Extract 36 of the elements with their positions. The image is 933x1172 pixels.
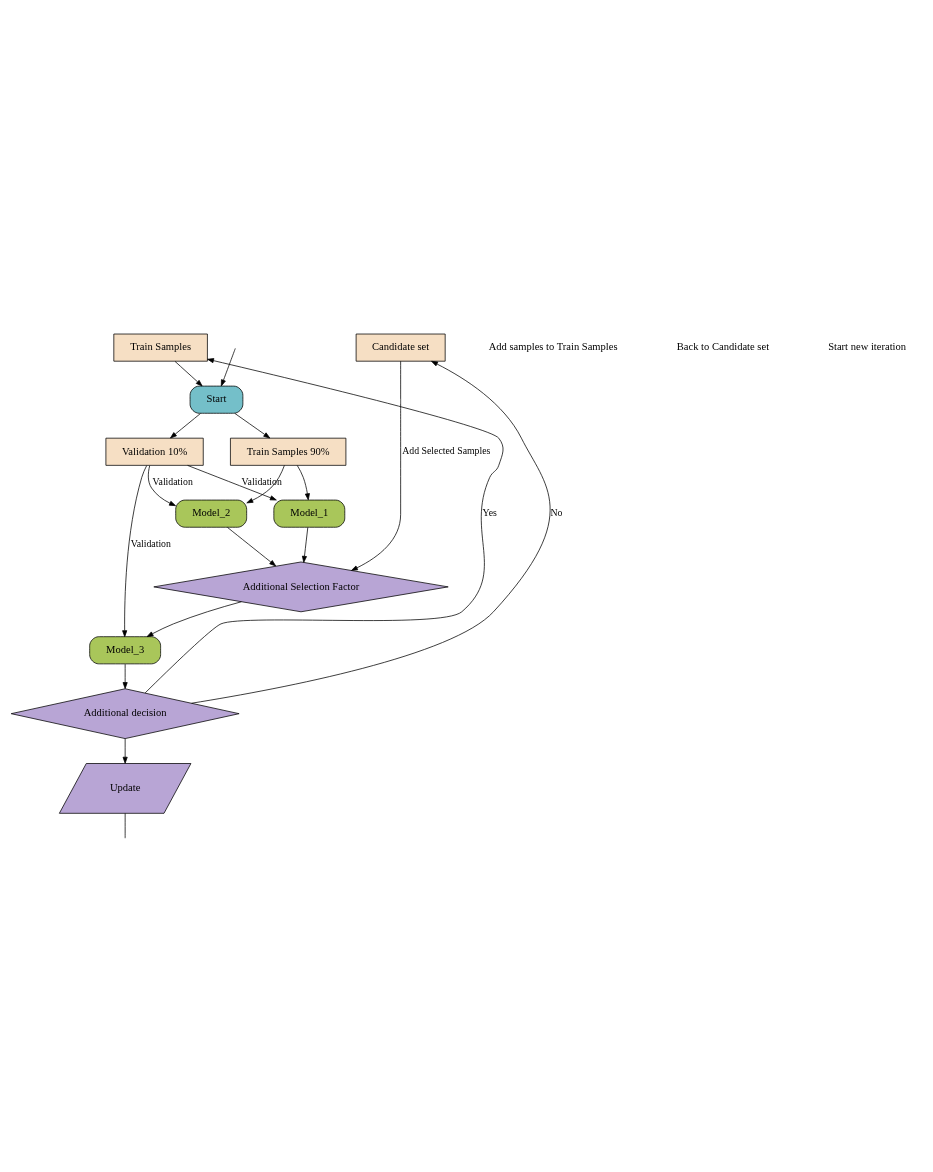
arrow: [122, 663, 128, 689]
label: Back to Candidate set: [676, 340, 770, 352]
arrow: [187, 464, 277, 500]
arrow: [122, 737, 128, 764]
node-box: Model_3: [89, 635, 161, 664]
arrow: [246, 464, 285, 503]
arrow: [146, 600, 242, 637]
arrow: [122, 464, 148, 637]
arrow: [302, 526, 309, 563]
node-box: Candidate set: [355, 333, 446, 362]
edge-label: Add Selected Samples: [402, 444, 491, 456]
node-box: Validation 10%: [105, 437, 204, 466]
edge-label: No: [550, 506, 563, 518]
node-box: Model_1: [273, 499, 346, 528]
arrow: [144, 357, 504, 693]
connector: [124, 812, 126, 839]
arrow: [227, 526, 277, 566]
arrow: [147, 464, 176, 506]
arrow: [170, 412, 201, 438]
node-diamond: Additional decision: [10, 687, 240, 739]
label: Start new iteration: [828, 340, 907, 352]
node-box: Model_2: [175, 499, 248, 528]
arrow: [220, 347, 236, 386]
arrow: [174, 360, 203, 386]
edge-label: Yes: [482, 506, 497, 518]
arrow: [351, 360, 401, 571]
arrow: [191, 360, 551, 704]
edge-label: Validation: [152, 475, 193, 487]
node-box: Start: [189, 385, 244, 414]
node-box: Train Samples 90%: [230, 437, 347, 466]
edge-label: Validation: [130, 537, 171, 549]
arrow: [296, 464, 310, 500]
edge-label: Validation: [241, 475, 282, 487]
label: Add samples to Train Samples: [488, 340, 618, 352]
arrow: [234, 412, 271, 438]
node-box: Train Samples: [113, 333, 208, 362]
